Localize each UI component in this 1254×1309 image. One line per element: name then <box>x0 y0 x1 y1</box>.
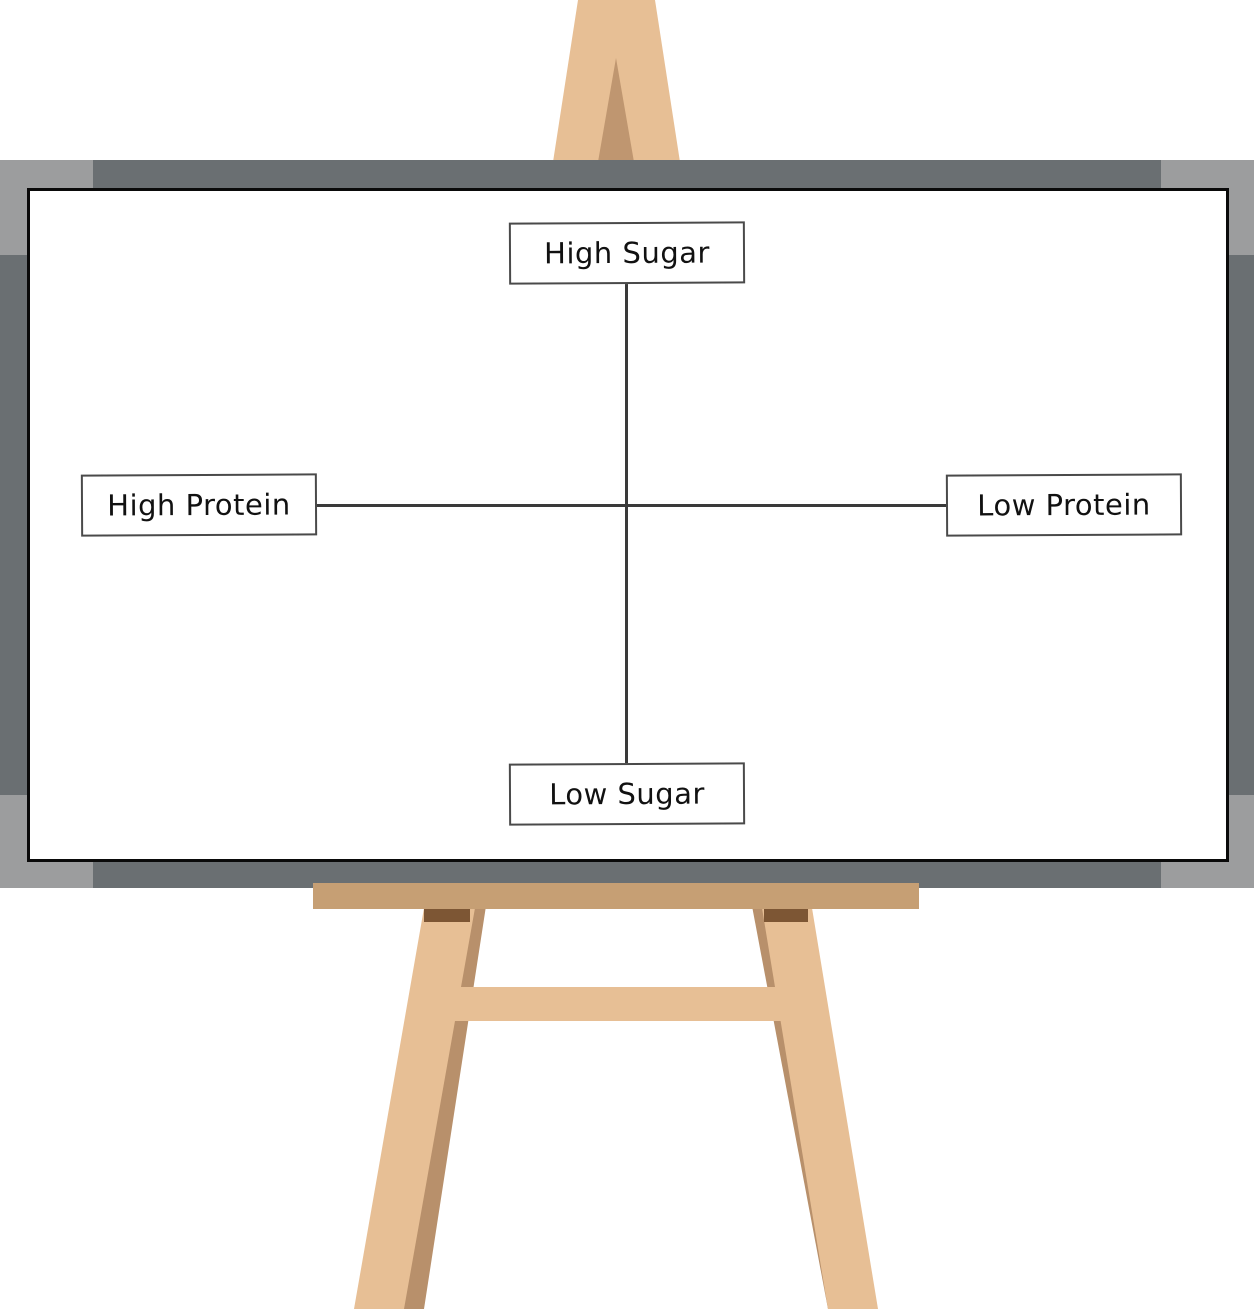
easel-top-mast <box>553 0 680 162</box>
label-low-protein: Low Protein <box>945 473 1183 537</box>
label-high-sugar: High Sugar <box>508 221 746 285</box>
label-low-sugar: Low Sugar <box>508 762 746 826</box>
vertical-axis-line <box>625 283 628 765</box>
easel-crossbar <box>455 987 781 1021</box>
horizontal-axis-line <box>316 504 948 507</box>
easel-front-legs <box>354 906 878 1309</box>
easel-ledge <box>313 883 919 909</box>
label-high-protein: High Protein <box>80 473 318 537</box>
